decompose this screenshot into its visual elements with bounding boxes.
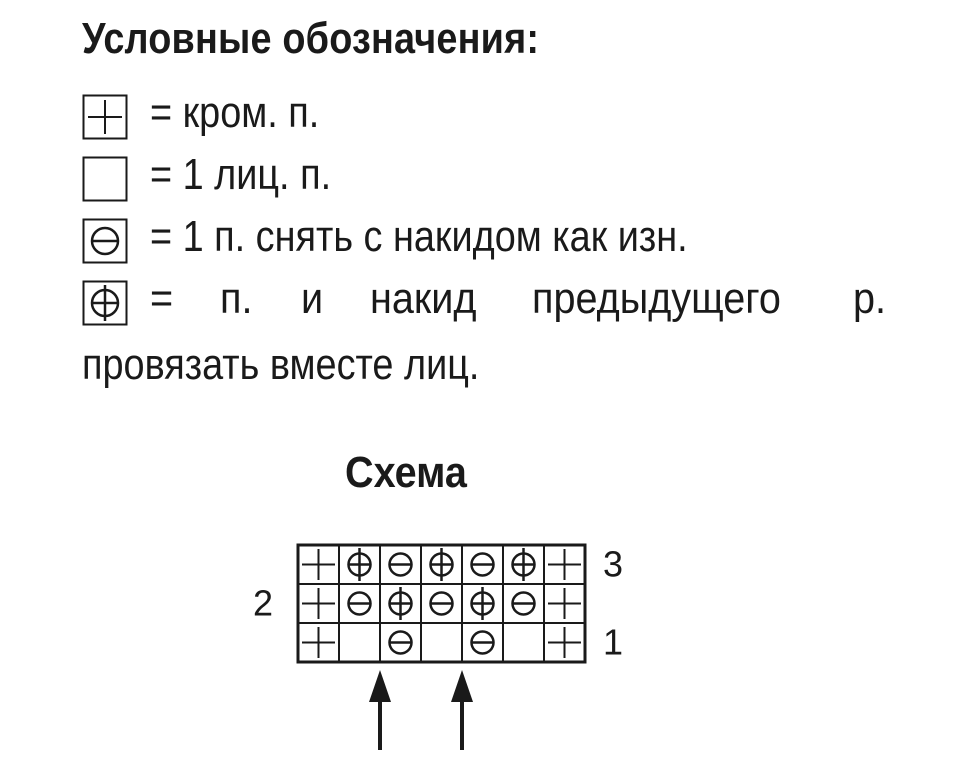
legend-word: накид	[369, 274, 477, 323]
legend-item-label: = 1 лиц. п.	[150, 150, 332, 199]
legend-item-label: = кром. п.	[150, 88, 320, 137]
legend-item-label-line: = п. и накид предыдущего р.	[150, 274, 890, 324]
scheme-title: Схема	[345, 448, 467, 497]
legend-item-knit-together	[82, 274, 902, 326]
chart-cell	[338, 622, 381, 663]
legend-word: предыдущего	[532, 274, 782, 323]
row-number-2: 2	[253, 583, 273, 624]
circle-dash-icon	[82, 218, 128, 264]
legend-word: и	[300, 274, 323, 323]
edge-stitch-icon	[82, 94, 128, 140]
legend-item-label: = 1 п. снять с накидом как изн.	[150, 212, 688, 261]
legend-title: Условные обозначения:	[82, 14, 540, 63]
row-number-3: 3	[603, 544, 623, 585]
arrow-up-icon	[369, 670, 391, 702]
chart-cell	[420, 622, 463, 663]
arrow-up-icon	[451, 670, 473, 702]
chart-border	[296, 543, 587, 664]
circle-plus-icon	[82, 280, 128, 326]
legend-word: п.	[220, 274, 253, 323]
legend-item-continuation: провязать вместе лиц.	[82, 340, 480, 389]
row-number-1: 1	[603, 622, 623, 663]
legend-word: р.	[853, 274, 887, 323]
chart-cell	[502, 622, 545, 663]
empty-square-icon	[82, 156, 128, 202]
legend-word: =	[150, 274, 174, 323]
